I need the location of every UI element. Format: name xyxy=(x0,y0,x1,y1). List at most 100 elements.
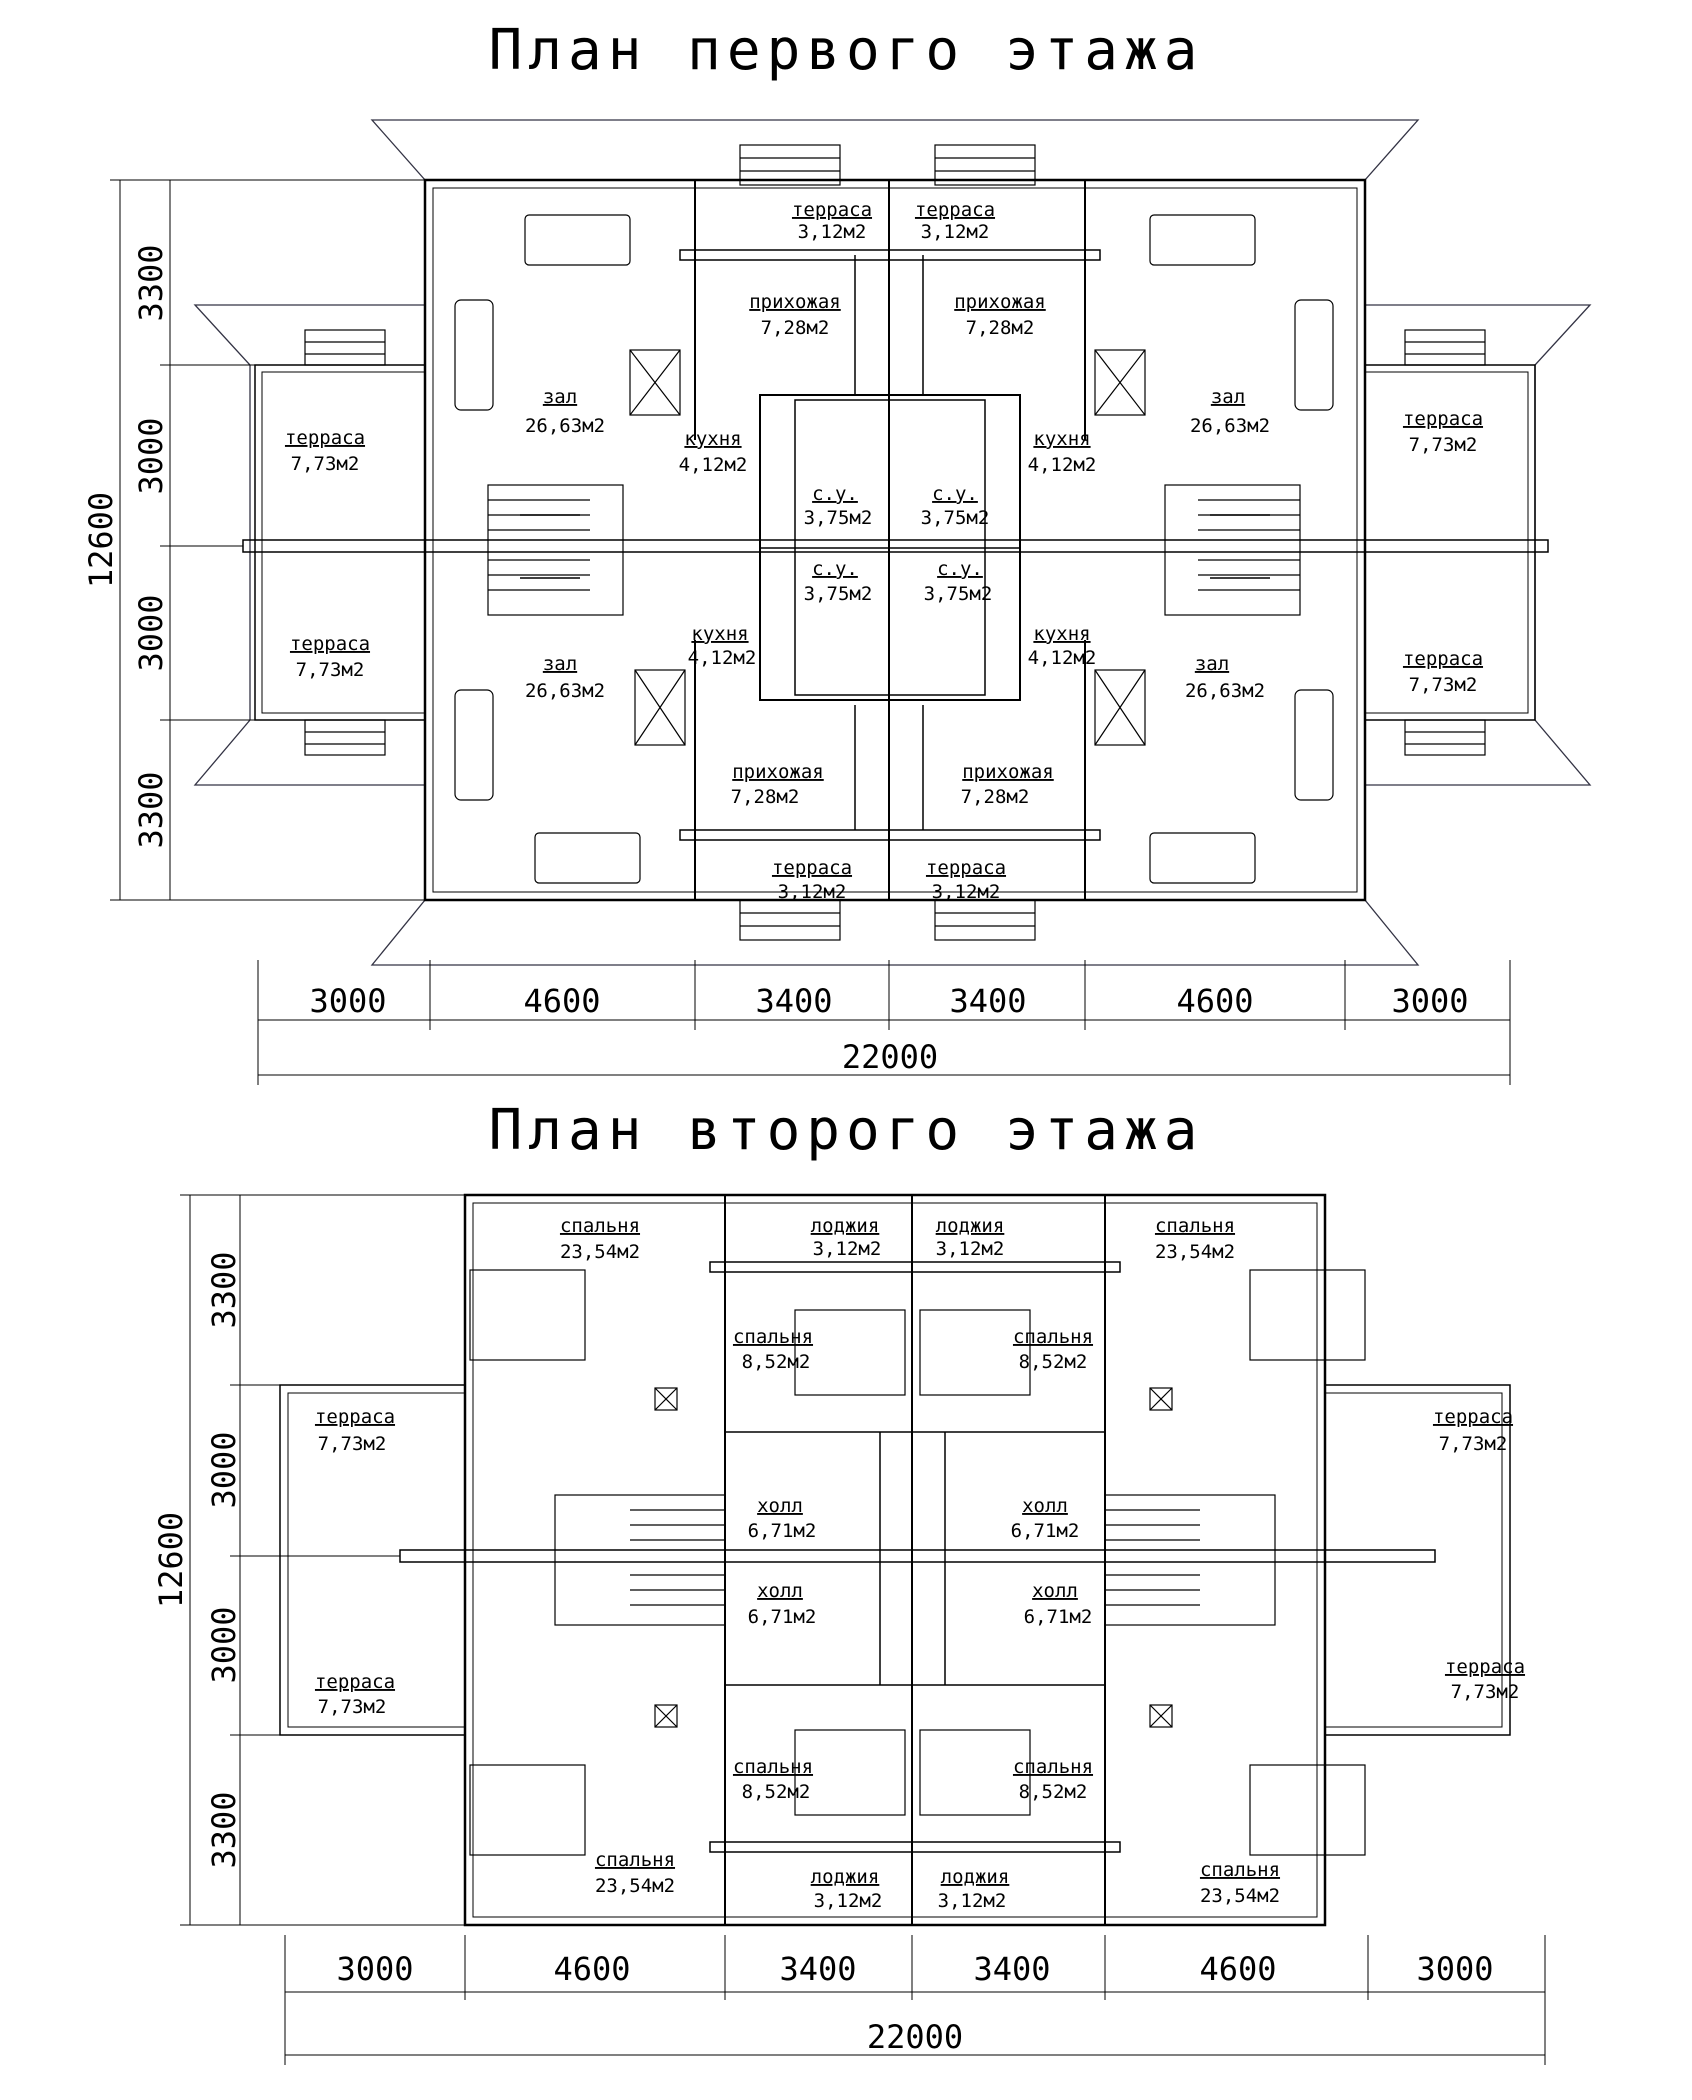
room-area: 7,73м2 xyxy=(296,659,365,681)
dim-left: 3300 xyxy=(132,771,170,848)
room-area: 8,52м2 xyxy=(742,1781,811,1803)
room-area: 26,63м2 xyxy=(525,415,605,437)
first-floor-title: План первого этажа xyxy=(488,18,1204,83)
dim-bottom: 3000 xyxy=(309,982,386,1020)
room-name: спальня xyxy=(1155,1215,1235,1237)
room-area: 3,12м2 xyxy=(932,881,1001,903)
second-floor-dimensions xyxy=(180,1194,1546,2065)
room-area: 8,52м2 xyxy=(1019,1781,1088,1803)
room-area: 3,12м2 xyxy=(813,1238,882,1260)
room-area: 3,12м2 xyxy=(936,1238,1005,1260)
center-beam xyxy=(242,539,1549,553)
room-area: 8,52м2 xyxy=(742,1351,811,1373)
room-name: зал xyxy=(1211,386,1245,408)
room-area: 3,12м2 xyxy=(798,221,867,243)
stairs-2 xyxy=(554,1494,1276,1626)
room-area: 26,63м2 xyxy=(1190,415,1270,437)
chimney-boxes xyxy=(629,349,1146,746)
dim-total: 22000 xyxy=(867,2018,963,2056)
room-name: лоджия xyxy=(811,1866,880,1888)
room-name: прихожая xyxy=(954,291,1046,313)
room-name: терраса xyxy=(792,199,872,221)
room-name: лоджия xyxy=(811,1215,880,1237)
room-area: 4,12м2 xyxy=(1028,647,1097,669)
sofas xyxy=(454,299,1334,801)
room-name: терраса xyxy=(1403,648,1483,670)
room-area: 6,71м2 xyxy=(748,1520,817,1542)
second-floor-plan xyxy=(180,1193,1546,2065)
room-name: кухня xyxy=(684,428,741,450)
dim-bottom: 3400 xyxy=(949,982,1026,1020)
room-name: с.у. xyxy=(932,483,978,505)
room-name: терраса xyxy=(290,633,370,655)
dim-left: 3300 xyxy=(205,1251,243,1328)
room-area: 3,75м2 xyxy=(804,583,873,605)
room-area: 7,28м2 xyxy=(961,786,1030,808)
room-name: терраса xyxy=(285,427,365,449)
room-name: зал xyxy=(543,386,577,408)
stairs-right xyxy=(1164,484,1301,616)
room-name: лоджия xyxy=(936,1215,1005,1237)
room-name: с.у. xyxy=(937,558,983,580)
room-name: спальня xyxy=(595,1849,675,1871)
room-area: 6,71м2 xyxy=(1024,1606,1093,1628)
room-name: спальня xyxy=(1013,1326,1093,1348)
room-area: 4,12м2 xyxy=(679,454,748,476)
room-name: спальня xyxy=(733,1756,813,1778)
entrance-steps xyxy=(304,144,1486,941)
room-area: 23,54м2 xyxy=(1155,1241,1235,1263)
room-area: 7,73м2 xyxy=(1409,434,1478,456)
dim-left: 3000 xyxy=(205,1431,243,1508)
room-name: кухня xyxy=(1033,428,1090,450)
room-area: 3,75м2 xyxy=(924,583,993,605)
dim-bottom: 3000 xyxy=(1391,982,1468,1020)
room-name: терраса xyxy=(1433,1406,1513,1428)
dim-total: 22000 xyxy=(842,1038,938,1076)
room-name: зал xyxy=(1195,653,1229,675)
room-name: терраса xyxy=(1403,408,1483,430)
room-name: лоджия xyxy=(941,1866,1010,1888)
room-area: 4,12м2 xyxy=(688,647,757,669)
room-area: 26,63м2 xyxy=(525,680,605,702)
beds xyxy=(469,1269,1366,1856)
room-area: 23,54м2 xyxy=(560,1241,640,1263)
dim-bottom: 4600 xyxy=(553,1950,630,1988)
first-floor-plan xyxy=(110,119,1592,1085)
room-name: спальня xyxy=(1013,1756,1093,1778)
room-name: прихожая xyxy=(962,761,1054,783)
room-name: прихожая xyxy=(749,291,841,313)
first-floor-dimensions xyxy=(110,179,1511,1085)
dim-bottom: 4600 xyxy=(1199,1950,1276,1988)
room-name: терраса xyxy=(315,1671,395,1693)
dim-left: 3000 xyxy=(132,417,170,494)
room-name: спальня xyxy=(560,1215,640,1237)
room-area: 7,28м2 xyxy=(761,317,830,339)
stairs-left xyxy=(487,484,624,616)
room-area: 7,73м2 xyxy=(1439,1433,1508,1455)
first-floor-labels: терраса 3,12м2 терраса 3,12м2 прихожая 7… xyxy=(82,199,1483,1076)
room-area: 23,54м2 xyxy=(1200,1885,1280,1907)
room-area: 8,52м2 xyxy=(1019,1351,1088,1373)
dim-left: 3000 xyxy=(205,1606,243,1683)
room-name: терраса xyxy=(1445,1656,1525,1678)
dim-bottom: 4600 xyxy=(523,982,600,1020)
room-area: 7,73м2 xyxy=(291,453,360,475)
dim-bottom: 3400 xyxy=(755,982,832,1020)
dim-height: 12600 xyxy=(82,492,120,588)
room-name: с.у. xyxy=(812,558,858,580)
room-name: зал xyxy=(543,653,577,675)
room-area: 7,73м2 xyxy=(1409,674,1478,696)
dining-tables xyxy=(524,214,1256,884)
dim-left: 3300 xyxy=(205,1791,243,1868)
room-area: 6,71м2 xyxy=(748,1606,817,1628)
room-area: 7,73м2 xyxy=(1451,1681,1520,1703)
room-area: 4,12м2 xyxy=(1028,454,1097,476)
second-floor-title: План второго этажа xyxy=(488,1098,1204,1163)
room-name: холл xyxy=(1022,1495,1068,1517)
dim-height: 12600 xyxy=(152,1512,190,1608)
room-area: 26,63м2 xyxy=(1185,680,1265,702)
roof-outline xyxy=(193,119,1592,966)
room-name: терраса xyxy=(315,1406,395,1428)
room-name: холл xyxy=(757,1495,803,1517)
